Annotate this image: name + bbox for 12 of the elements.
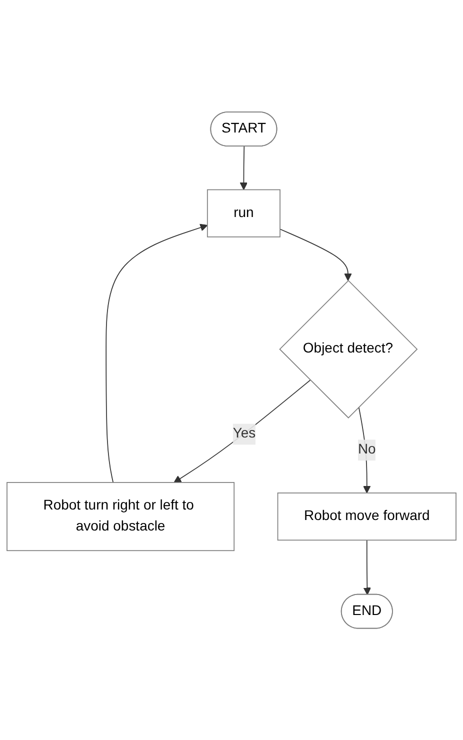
arrow bbox=[106, 224, 208, 483]
node-diamond: Object detect? bbox=[279, 280, 418, 418]
arrow bbox=[280, 228, 352, 281]
node-box: run bbox=[206, 189, 280, 238]
node-box: Robot move forward bbox=[277, 492, 456, 540]
arrow bbox=[240, 146, 248, 190]
node-box: Robot turn right or left to avoid obstacle bbox=[6, 482, 235, 551]
arrow bbox=[358, 406, 371, 494]
edge-label: No bbox=[358, 442, 376, 457]
arrow bbox=[363, 540, 372, 595]
edge-label: Yes bbox=[232, 426, 256, 442]
arrow bbox=[174, 380, 311, 483]
